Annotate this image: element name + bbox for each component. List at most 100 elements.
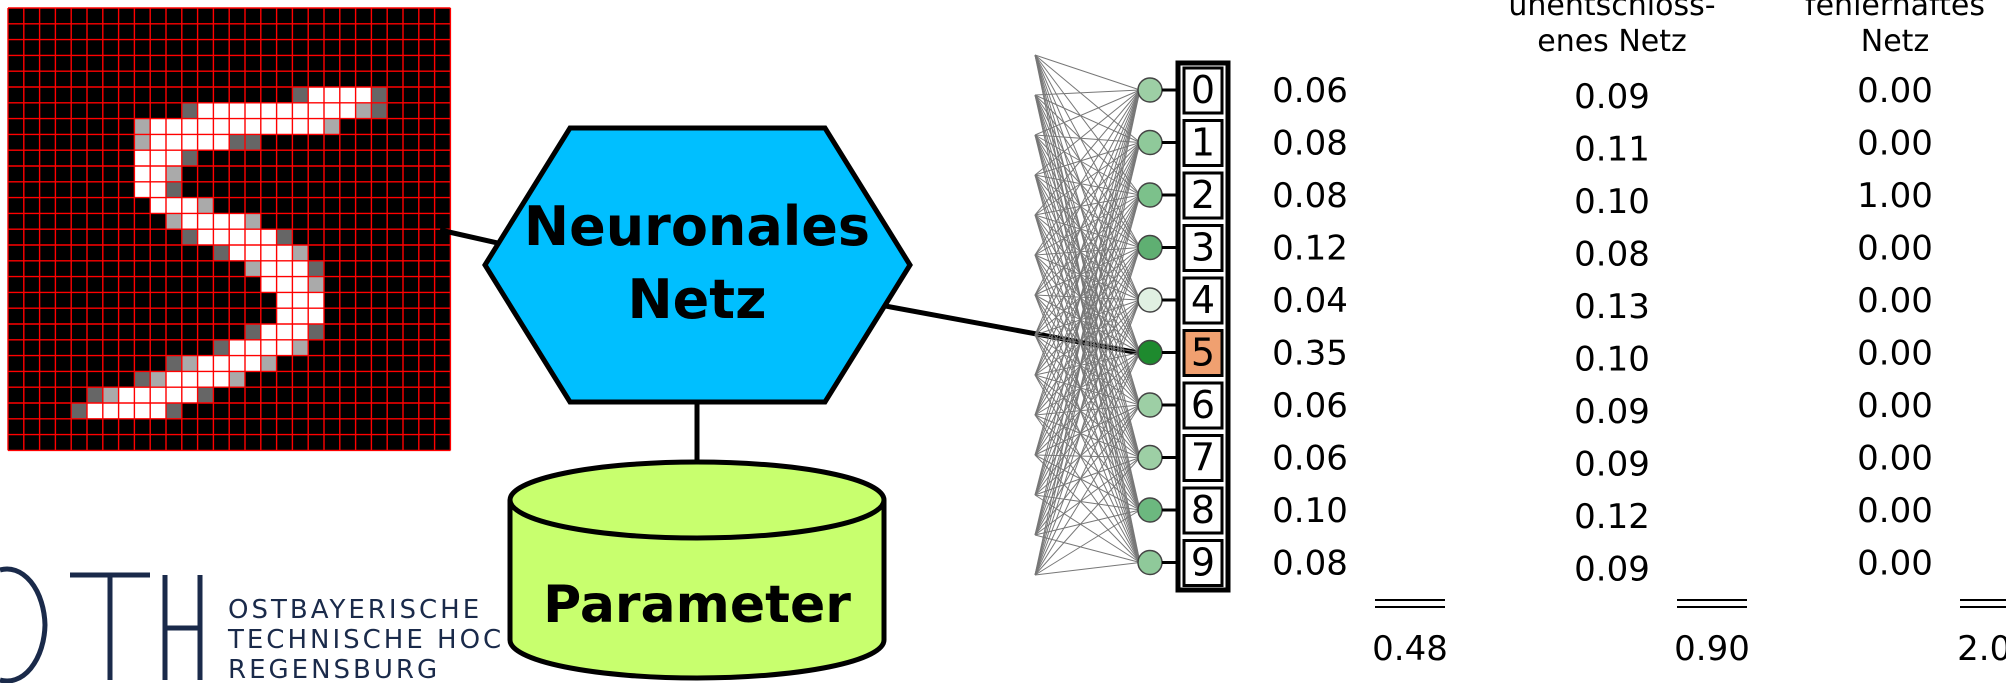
fan-connection-line bbox=[1034, 142, 1141, 296]
mnist-pixel bbox=[181, 355, 198, 372]
cylinder-top bbox=[507, 459, 887, 541]
fan-connection-line bbox=[1034, 247, 1141, 416]
fan-connection-line bbox=[1034, 174, 1141, 196]
fan-connection-line bbox=[1034, 89, 1141, 216]
mnist-pixel bbox=[292, 87, 309, 103]
mnist-pixel bbox=[308, 260, 324, 277]
probability-value: 0.00 bbox=[1857, 386, 1933, 426]
fan-connection-line bbox=[1034, 174, 1141, 248]
mnist-pixel bbox=[213, 245, 230, 261]
fan-connection-line bbox=[1034, 334, 1141, 458]
mnist-pixel bbox=[245, 339, 261, 356]
mnist-pixel bbox=[71, 403, 87, 419]
fan-connection-line bbox=[1034, 534, 1141, 563]
fan-connection-line bbox=[1034, 509, 1141, 576]
digit-label: 5 bbox=[1191, 331, 1215, 375]
mnist-pixel bbox=[245, 245, 261, 261]
output-neuron bbox=[1137, 444, 1163, 471]
mnist-pixel bbox=[308, 292, 324, 309]
fan-connection-line bbox=[1034, 352, 1141, 496]
mnist-pixel bbox=[213, 229, 230, 245]
fan-connection-line bbox=[1034, 174, 1141, 458]
fan-connection-line bbox=[1034, 299, 1141, 416]
fan-connection-line bbox=[1034, 194, 1141, 416]
fan-connection-line bbox=[1034, 54, 1141, 248]
mnist-pixel bbox=[276, 118, 293, 135]
output-neuron bbox=[1137, 182, 1163, 208]
fan-connection-line bbox=[1034, 142, 1141, 496]
probability-value: 0.08 bbox=[1574, 235, 1650, 275]
mnist-pixel bbox=[355, 87, 372, 103]
probability-value: 0.09 bbox=[1574, 77, 1650, 117]
fan-connection-line bbox=[1034, 454, 1141, 563]
mnist-pixel bbox=[102, 403, 119, 419]
fan-connection-line bbox=[1034, 494, 1141, 511]
probability-value: 0.00 bbox=[1857, 124, 1933, 164]
mnist-pixel bbox=[276, 292, 293, 309]
mnist-pixel bbox=[245, 118, 261, 135]
fan-connection-line bbox=[1034, 89, 1141, 136]
digit-label: 0 bbox=[1191, 68, 1215, 112]
mnist-pixel bbox=[213, 118, 230, 135]
fan-connection-line bbox=[1034, 94, 1141, 458]
fan-connection-line bbox=[1034, 294, 1141, 511]
probability-value: 0.08 bbox=[1272, 544, 1348, 584]
mnist-pixel bbox=[308, 87, 324, 103]
probability-value: 0.06 bbox=[1272, 439, 1348, 479]
mnist-pixel bbox=[229, 213, 245, 230]
fan-connection-line bbox=[1034, 142, 1141, 376]
digit-box bbox=[1182, 539, 1224, 587]
fan-connection-line bbox=[1034, 247, 1141, 456]
probability-value: 0.12 bbox=[1272, 229, 1348, 269]
fan-connection-line bbox=[1034, 194, 1141, 336]
mnist-pixel bbox=[292, 118, 309, 135]
fan-connection-line bbox=[1034, 54, 1141, 406]
fan-connection-line bbox=[1034, 254, 1141, 458]
fan-connection-line bbox=[1034, 94, 1141, 406]
probability-value: 0.00 bbox=[1857, 71, 1933, 111]
digit-label: 8 bbox=[1191, 488, 1215, 532]
mnist-pixel bbox=[150, 118, 166, 135]
probability-value: 0.08 bbox=[1272, 176, 1348, 216]
mnist-pixel bbox=[276, 102, 293, 119]
fan-connection-line bbox=[1034, 134, 1141, 406]
mnist-pixel bbox=[245, 355, 261, 372]
digit-box bbox=[1182, 486, 1224, 535]
mnist-pixel bbox=[260, 229, 277, 245]
mnist-pixel bbox=[197, 387, 214, 403]
mnist-pixel bbox=[150, 150, 166, 166]
fan-connection-line bbox=[1034, 299, 1141, 456]
mnist-pixel bbox=[339, 87, 356, 103]
fan-connection-line bbox=[1034, 142, 1141, 336]
probability-value: 0.10 bbox=[1272, 491, 1348, 531]
mnist-pixel bbox=[292, 276, 309, 293]
probability-value: 0.09 bbox=[1574, 445, 1650, 485]
fan-connection-line bbox=[1034, 89, 1141, 416]
mnist-pixel bbox=[229, 118, 245, 135]
network-label-line-1: Neuronales bbox=[524, 195, 870, 258]
fan-connection-line bbox=[1034, 334, 1141, 563]
mnist-pixel bbox=[292, 308, 309, 324]
mnist-pixel bbox=[276, 229, 293, 245]
fan-connection-line bbox=[1034, 134, 1141, 458]
mnist-pixel bbox=[150, 166, 166, 182]
fan-connection-line bbox=[1034, 509, 1141, 536]
fan-connection-line bbox=[1034, 352, 1141, 456]
probability-value: 0.09 bbox=[1574, 550, 1650, 590]
probability-value: 0.06 bbox=[1272, 386, 1348, 426]
mnist-pixel bbox=[166, 166, 182, 182]
probability-value: 0.35 bbox=[1272, 334, 1348, 374]
mnist-pixel bbox=[134, 150, 151, 166]
digit-box bbox=[1182, 434, 1224, 482]
mnist-pixel bbox=[229, 102, 245, 119]
mnist-pixel bbox=[197, 197, 214, 214]
digit-box bbox=[1182, 171, 1224, 220]
mnist-pixel bbox=[260, 260, 277, 277]
fan-connection-line bbox=[1034, 54, 1141, 563]
fan-connection-line bbox=[1034, 54, 1141, 301]
mnist-pixel bbox=[260, 245, 277, 261]
mnist-pixel bbox=[260, 102, 277, 119]
mnist-pixel bbox=[87, 403, 103, 419]
mnist-pixel bbox=[292, 339, 309, 356]
logo-line-2: TECHNISCHE HOC bbox=[227, 625, 504, 655]
